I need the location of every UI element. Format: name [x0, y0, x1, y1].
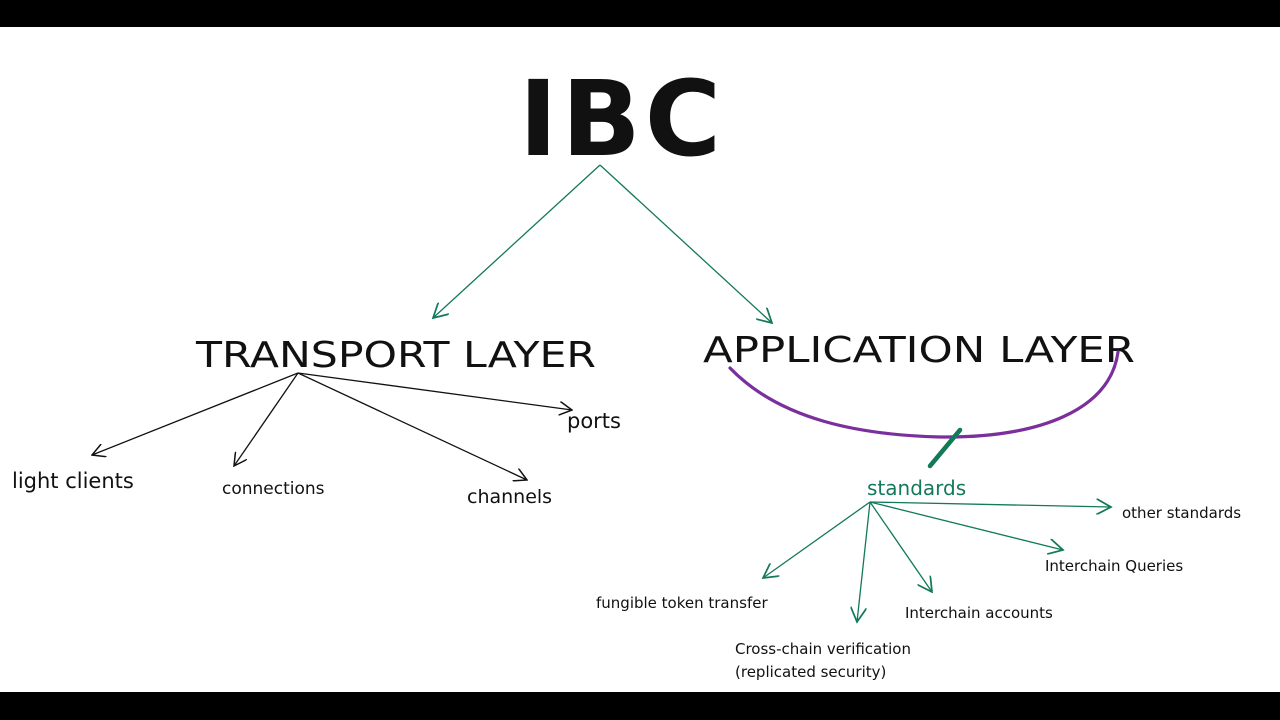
arrow-to-light-clients: [92, 372, 299, 455]
application-layer-label: APPLICATION LAYER: [703, 330, 1135, 371]
arrow-to-connections: [234, 372, 299, 466]
label-interchain-accounts: Interchain accounts: [905, 604, 1053, 622]
arrow-to-other-standards: [869, 502, 1111, 507]
label-cross-chain-verification: Cross-chain verification: [735, 640, 911, 658]
brace-connector: [927, 427, 963, 469]
transport-layer-label: TRANSPORT LAYER: [195, 335, 596, 376]
application-brace: [728, 350, 1120, 439]
arrow-to-fungible-token-transfer: [763, 501, 871, 578]
label-other-standards: other standards: [1122, 504, 1241, 522]
diagram-title: IBC: [519, 58, 725, 180]
whiteboard-canvas: [0, 27, 1280, 692]
label-replicated-security: (replicated security): [735, 663, 886, 681]
label-fungible-token-transfer: fungible token transfer: [596, 594, 768, 612]
standards-label: standards: [867, 476, 966, 500]
arrow-to-interchain-queries: [869, 501, 1063, 550]
arrow-to-cross-chain-verification: [857, 501, 871, 622]
arrow-to-interchain-accounts: [869, 501, 932, 592]
arrow-to-ports: [297, 372, 572, 410]
arrow-ibc-to-application: [599, 164, 772, 323]
label-channels: channels: [467, 486, 552, 508]
arrow-to-channels: [297, 372, 527, 480]
label-interchain-queries: Interchain Queries: [1045, 557, 1183, 575]
label-connections: connections: [222, 479, 325, 499]
label-ports: ports: [567, 409, 621, 433]
arrow-ibc-to-transport: [433, 164, 601, 318]
label-light-clients: light clients: [12, 469, 134, 493]
